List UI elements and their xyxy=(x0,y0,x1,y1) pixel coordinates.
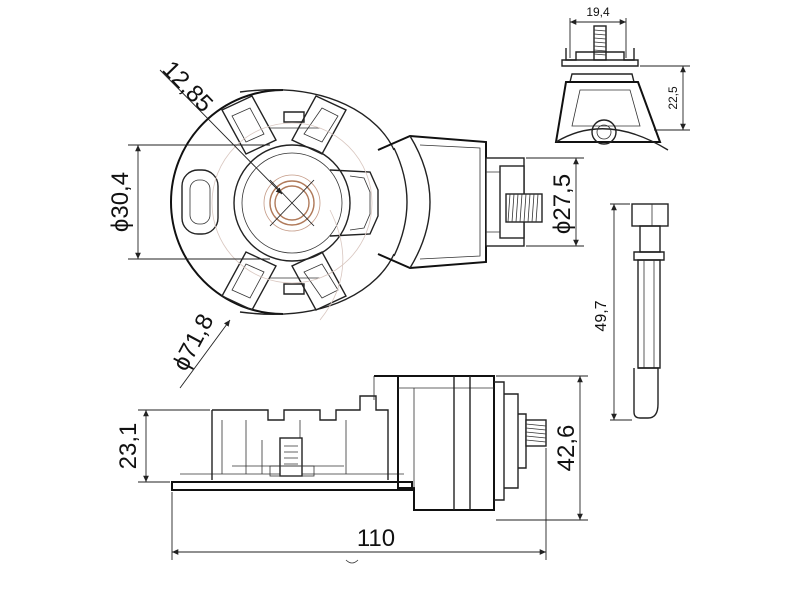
dim-length-total: 110 xyxy=(357,525,395,552)
dim-height-side: 22,5 xyxy=(666,86,680,110)
dim-length-pin: 49,7 xyxy=(593,300,610,331)
dim-hub-group: ϕ30,4 xyxy=(107,144,270,260)
dim-diameter-flange: ϕ27,5 xyxy=(549,174,576,234)
dim-base-group: 23,1 xyxy=(115,409,210,483)
dim-height-base: 23,1 xyxy=(115,423,142,470)
dim-total-length-group: 110 xyxy=(171,448,547,560)
dim-outer-group: ϕ71,8 xyxy=(167,310,231,389)
top-detail-view: 19,4 22,5 xyxy=(554,5,690,151)
dim-height-total: 42,6 xyxy=(553,425,580,472)
bottom-side-view xyxy=(171,375,547,564)
pin-side-view: 49,7 xyxy=(593,203,669,421)
front-view xyxy=(170,89,543,321)
dim-total-height-group: 42,6 xyxy=(496,375,588,521)
dim-flange-group: ϕ27,5 xyxy=(526,157,584,247)
dim-diameter-hub: ϕ30,4 xyxy=(107,172,134,232)
dim-width-top: 19,4 xyxy=(586,5,610,19)
dim-chord: 12,85 xyxy=(157,56,218,118)
dim-diameter-outer: ϕ71,8 xyxy=(167,310,219,376)
